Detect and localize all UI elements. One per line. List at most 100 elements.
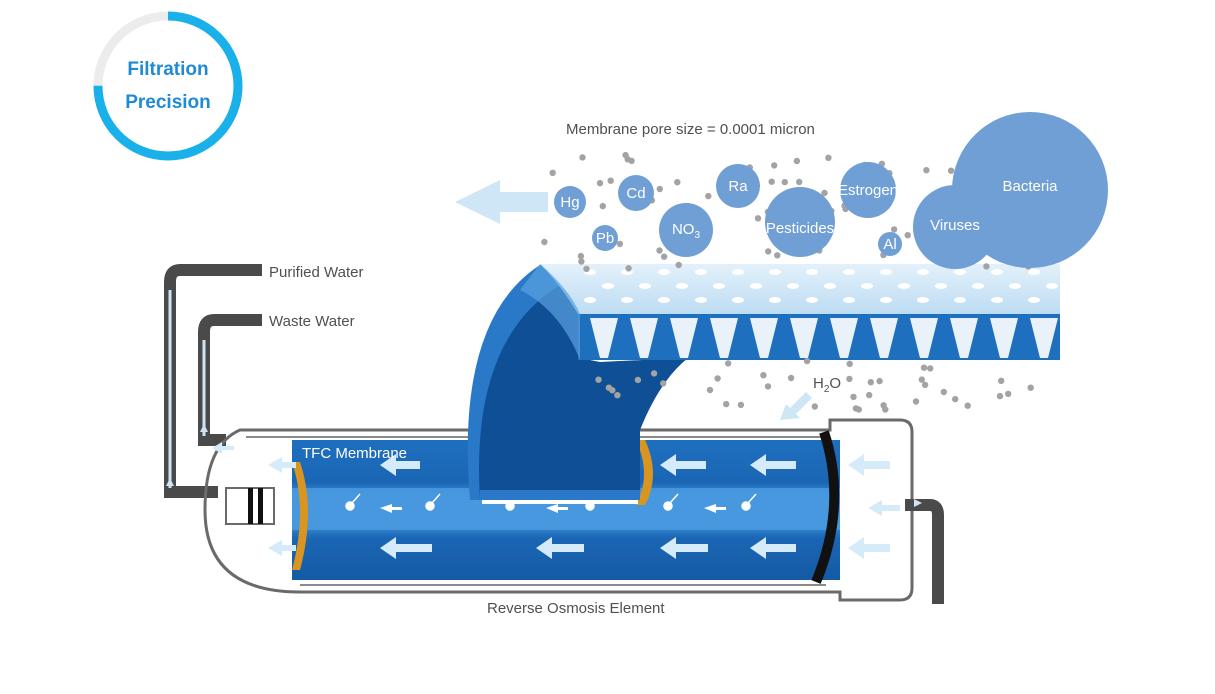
ra-label: Ra — [728, 178, 748, 195]
membrane-pore — [954, 297, 966, 303]
waste-water-label: Waste Water — [269, 313, 355, 330]
membrane-pore — [843, 269, 855, 275]
membrane-pore — [732, 297, 744, 303]
membrane-pore — [713, 283, 725, 289]
membrane-funnels — [590, 318, 1058, 358]
hg-circle — [554, 186, 586, 218]
pesticides-circle — [765, 187, 835, 257]
membrane-pore — [1028, 297, 1040, 303]
molecule-dot — [771, 162, 778, 169]
membrane-funnel — [1030, 318, 1058, 358]
membrane-edge-mid — [636, 440, 653, 505]
membrane-pore — [676, 283, 688, 289]
membrane-funnel — [710, 318, 738, 358]
molecule-dot — [705, 192, 712, 200]
pipe-flow-lines — [168, 290, 206, 488]
molecule-dot — [921, 381, 929, 389]
molecule-dot — [768, 178, 775, 185]
cd-circle — [618, 175, 654, 211]
membrane-pore — [972, 283, 984, 289]
membrane-pore — [732, 269, 744, 275]
molecule-dot — [821, 189, 828, 197]
membrane-funnel — [670, 318, 698, 358]
flow-arrow — [536, 537, 584, 559]
brine-seal — [811, 430, 840, 584]
molecule-dot — [754, 215, 762, 222]
flow-arrow — [868, 500, 900, 516]
no3-circle — [659, 203, 713, 257]
molecule-dot — [595, 376, 602, 383]
membrane-pore — [880, 297, 892, 303]
flow-arrow — [212, 442, 234, 454]
membrane-pore — [658, 297, 670, 303]
molecule-dot — [918, 376, 925, 383]
molecule-dot — [616, 240, 624, 248]
molecule-dot — [940, 388, 947, 396]
molecule-dot — [706, 386, 714, 394]
end-cap — [225, 487, 275, 525]
molecule-dot — [596, 179, 604, 187]
molecule-dot — [737, 401, 745, 409]
membrane-funnel — [910, 318, 938, 358]
rejection-arrow — [455, 180, 548, 224]
molecule-dot — [714, 375, 721, 382]
membrane-funnel — [590, 318, 618, 358]
molecule-dot — [912, 398, 920, 405]
molecule-dot — [923, 167, 930, 174]
molecule-dot — [890, 226, 898, 233]
badge-text: Filtration Precision — [90, 8, 246, 164]
molecule-dot — [549, 169, 556, 176]
purified-water-pipe — [164, 264, 262, 498]
membrane-funnel — [790, 318, 818, 358]
molecule-dot — [583, 265, 590, 273]
viruses-label: Viruses — [930, 217, 980, 234]
badge-ring — [93, 11, 243, 161]
membrane-pore — [806, 297, 818, 303]
viruses-circle — [913, 185, 997, 269]
membrane-pore — [935, 283, 947, 289]
membrane-pores — [584, 269, 1058, 303]
membrane-sheet-band — [578, 314, 1060, 360]
flow-arrow — [750, 454, 796, 476]
badge-line-2: Precision — [125, 92, 211, 113]
h2o-arrow — [780, 392, 812, 420]
molecule-dot — [947, 167, 955, 174]
bacteria-label: Bacteria — [1002, 178, 1058, 195]
membrane-pore — [954, 269, 966, 275]
housing — [164, 264, 944, 604]
molecule-dot — [675, 261, 682, 269]
no3-label: NO3 — [672, 221, 701, 241]
pressure-vessel — [203, 418, 914, 602]
membrane-pore — [917, 297, 929, 303]
membrane-flap-inner — [479, 284, 688, 500]
molecule-dot — [614, 392, 621, 399]
molecule-dot — [927, 365, 934, 372]
pore-size-label: Membrane pore size = 0.0001 micron — [566, 121, 815, 138]
badge-line-1: Filtration — [127, 59, 209, 80]
molecule-dot — [866, 391, 873, 399]
flow-arrow — [660, 537, 708, 559]
pb-label: Pb — [596, 230, 614, 247]
molecule-dot — [998, 377, 1005, 384]
membrane-pore — [917, 269, 929, 275]
membrane-pore — [991, 269, 1003, 275]
molecule-dot — [674, 179, 681, 186]
membrane-roll — [467, 264, 1060, 500]
molecule-dot — [656, 247, 663, 254]
pesticides-label: Pesticides — [766, 220, 834, 237]
molecule-dot — [607, 177, 614, 184]
molecule-dot — [855, 406, 862, 413]
molecule-dot — [625, 265, 632, 272]
flow-arrow — [848, 537, 890, 559]
estrogen-label: Estrogen — [838, 182, 898, 199]
molecule-dot — [803, 357, 811, 365]
membrane-pore — [750, 283, 762, 289]
flow-arrow — [268, 457, 296, 473]
filtration-precision-badge: Filtration Precision — [90, 8, 246, 164]
molecule-dot — [846, 360, 853, 367]
molecule-dot — [599, 202, 606, 210]
membrane-pore — [695, 297, 707, 303]
molecule-dot — [904, 232, 911, 239]
membrane-pore — [769, 297, 781, 303]
